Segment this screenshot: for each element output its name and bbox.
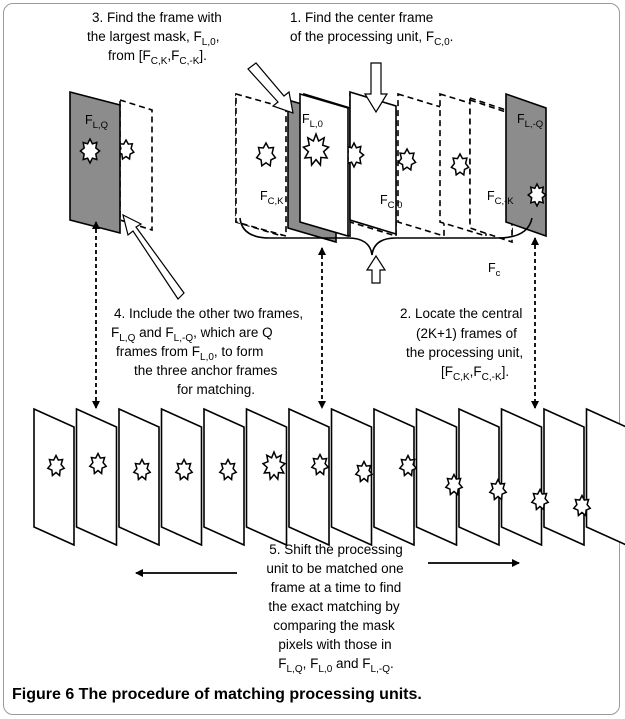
anchor-frame-lnegq	[506, 94, 546, 236]
svg-text:the exact matching by: the exact matching by	[268, 599, 400, 614]
sequence-frame	[34, 409, 74, 545]
sequence-frame	[459, 409, 499, 545]
figure-caption: Figure 6 The procedure of matching proce…	[12, 686, 422, 703]
svg-text:2. Locate the central: 2. Locate the central	[400, 306, 522, 321]
sequence-frame	[374, 409, 414, 545]
svg-text:unit to be matched one: unit to be matched one	[266, 561, 403, 576]
mask-blob	[80, 139, 99, 163]
sequence-frame	[502, 409, 542, 545]
sequence-frame	[247, 409, 287, 545]
anchor-frame-lq-group	[70, 92, 152, 233]
frame-sequence	[34, 409, 625, 545]
svg-text:of the processing unit, FC,0.: of the processing unit, FC,0.	[290, 29, 453, 48]
sequence-frame	[587, 409, 625, 545]
step-3-text: 3. Find the frame with the largest mask,…	[87, 10, 222, 67]
anchor-frame-lq	[70, 92, 120, 233]
svg-text:the largest mask, FL,0,: the largest mask, FL,0,	[87, 29, 219, 48]
step-2-arrow	[367, 256, 385, 283]
step-2-text: 2. Locate the central (2K+1) frames of t…	[400, 306, 523, 383]
svg-text:FL,Q and FL,-Q, which are Q: FL,Q and FL,-Q, which are Q	[111, 325, 273, 344]
frame-dashed	[120, 100, 152, 230]
svg-text:[FC,K,FC,-K].: [FC,K,FC,-K].	[441, 364, 509, 383]
step-5-text: 5. Shift the processing unit to be match…	[266, 542, 403, 675]
svg-text:(2K+1) frames of: (2K+1) frames of	[416, 326, 517, 341]
svg-text:Fc: Fc	[488, 261, 501, 279]
svg-text:1. Find the center frame: 1. Find the center frame	[290, 10, 433, 25]
step-1-text: 1. Find the center frame of the processi…	[290, 10, 453, 48]
svg-text:frame at a time to find: frame at a time to find	[271, 580, 402, 595]
svg-text:FL,Q, FL,0 and FL,-Q.: FL,Q, FL,0 and FL,-Q.	[278, 656, 394, 675]
sequence-frame	[544, 409, 584, 545]
svg-text:the three anchor frames: the three anchor frames	[134, 363, 278, 378]
svg-text:3. Find the frame with: 3. Find the frame with	[92, 10, 222, 25]
svg-text:from [FC,K,FC,-K].: from [FC,K,FC,-K].	[108, 48, 207, 67]
sequence-frame	[77, 409, 117, 545]
step-4-text: 4. Include the other two frames, FL,Q an…	[111, 306, 303, 397]
sequence-frame	[289, 409, 329, 545]
svg-text:frames from FL,0, to form: frames from FL,0, to form	[116, 344, 263, 363]
svg-text:4. Include the other two frame: 4. Include the other two frames,	[114, 306, 303, 321]
svg-text:comparing the mask: comparing the mask	[273, 618, 395, 633]
mask-blob	[528, 184, 546, 206]
svg-text:for matching.: for matching.	[177, 382, 255, 397]
step-4-arrow	[123, 215, 184, 299]
svg-text:pixels with those in: pixels with those in	[278, 637, 391, 652]
svg-text:5. Shift the processing: 5. Shift the processing	[269, 542, 403, 557]
processing-unit-frames	[236, 92, 546, 242]
sequence-frame	[417, 409, 457, 545]
svg-text:the processing unit,: the processing unit,	[406, 345, 523, 360]
